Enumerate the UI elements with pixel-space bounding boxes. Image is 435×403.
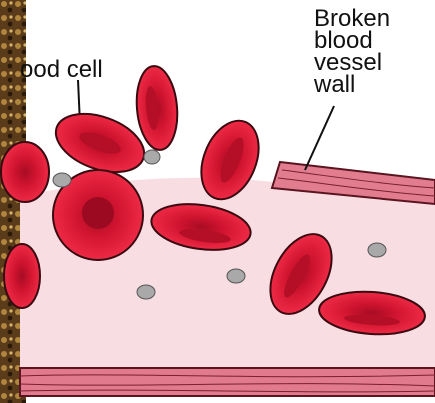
cell-label: ood cell bbox=[20, 58, 103, 82]
vessel-label-line: wall bbox=[314, 74, 390, 96]
platelet bbox=[53, 173, 71, 187]
platelet bbox=[227, 269, 245, 283]
red-blood-cell bbox=[1, 142, 49, 202]
vessel-wall-label: Broken blood vessel wall bbox=[314, 8, 390, 96]
vessel-leader-line bbox=[305, 106, 334, 170]
red-blood-cell bbox=[133, 64, 180, 151]
lower-vessel-wall bbox=[20, 368, 435, 396]
platelet bbox=[368, 243, 386, 257]
platelet bbox=[137, 285, 155, 299]
platelet bbox=[144, 150, 160, 164]
red-blood-cell bbox=[4, 244, 40, 308]
